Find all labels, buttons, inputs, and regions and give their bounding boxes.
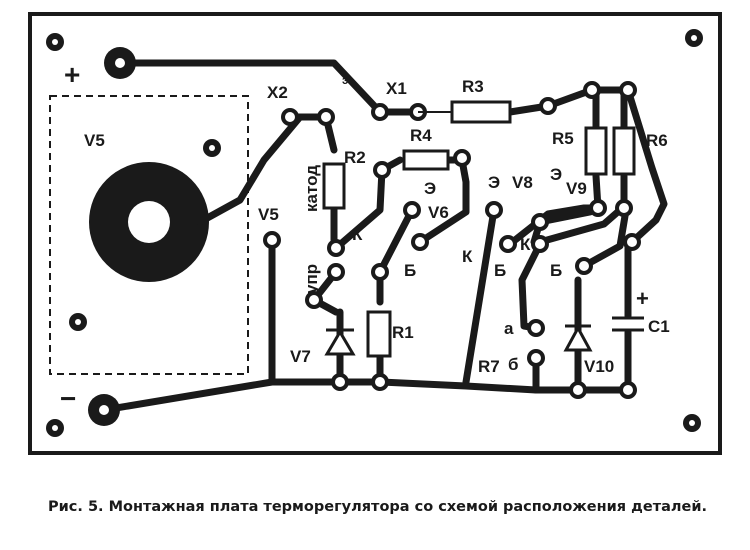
label-tick: э	[342, 73, 349, 87]
resistor-r2	[322, 162, 346, 210]
label-x1: X1	[386, 79, 407, 98]
resistor-r1	[366, 310, 392, 358]
label-r1: R1	[392, 323, 414, 342]
diode-v10	[563, 324, 593, 352]
label-upr: упр	[302, 264, 321, 294]
label-r4: R4	[410, 126, 432, 145]
resistor-r6	[612, 126, 636, 176]
component-pads	[263, 81, 641, 399]
resistor-r4	[402, 149, 450, 171]
label-k-v9: К	[520, 235, 531, 254]
v5-outline-dashed	[49, 95, 249, 375]
label-e-v6: Э	[424, 179, 436, 198]
label-v9: V9	[566, 179, 587, 198]
label-pad-a: а	[504, 319, 514, 338]
label-v7: V7	[290, 347, 311, 366]
label-minus-bottom: −	[60, 383, 76, 414]
label-r7: R7	[478, 357, 500, 376]
label-e-v9: Э	[550, 165, 562, 184]
label-k-mid: К	[462, 247, 473, 266]
label-v10: V10	[584, 357, 614, 376]
copper-traces	[100, 59, 668, 414]
label-v5-box: V5	[84, 131, 105, 150]
resistor-r3	[450, 100, 512, 124]
label-r3: R3	[462, 77, 484, 96]
label-r6: R6	[646, 131, 668, 150]
label-c1-plus: +	[636, 286, 649, 311]
mounting-holes	[46, 29, 703, 437]
capacitor-c1	[612, 316, 644, 332]
label-e-v8: Э	[488, 173, 500, 192]
v5-device	[89, 162, 209, 282]
label-pad-b: б	[508, 355, 519, 374]
label-b-v9: Б	[550, 261, 562, 280]
resistor-r5	[584, 126, 608, 176]
label-b-v6: Б	[404, 261, 416, 280]
label-c1: C1	[648, 317, 670, 336]
board-outline	[28, 12, 722, 455]
diode-v7	[324, 328, 356, 366]
circuit-board-diagram: + − э X1 X2 R3 R4 R2 R1 R5 R6 R7 V5 V5 V…	[28, 12, 722, 455]
label-b-v8: Б	[494, 261, 506, 280]
label-plus-top: +	[64, 59, 80, 90]
figure-caption: Рис. 5. Монтажная плата терморегулятора …	[48, 499, 707, 515]
label-x2: X2	[267, 83, 288, 102]
label-katod: катод	[302, 165, 321, 212]
resistors	[322, 100, 636, 358]
label-v5-pad: V5	[258, 205, 279, 224]
label-k-v6: К	[352, 225, 363, 244]
label-r5: R5	[552, 129, 574, 148]
label-v8: V8	[512, 173, 533, 192]
power-pads	[88, 47, 136, 426]
label-r2: R2	[344, 148, 366, 167]
label-v6: V6	[428, 203, 449, 222]
